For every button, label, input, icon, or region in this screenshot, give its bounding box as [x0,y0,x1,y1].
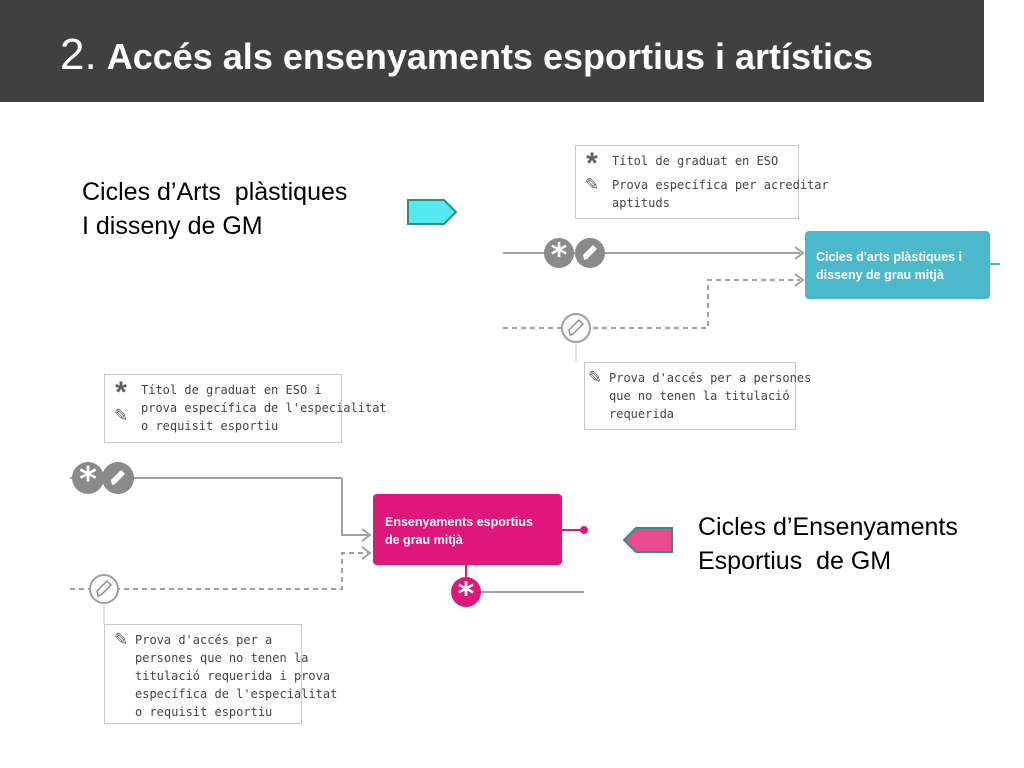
arts-box-line-2: disseny de grau mitjà [816,268,944,282]
access-test-callout: ✎ Prova d'accés per a persones que no te… [104,624,337,724]
asterisk-icon: * [544,236,574,274]
esports-pointer-tag [622,527,673,553]
esports-label: Cicles d’Ensenyaments Esportius de GM [698,510,958,578]
svg-text:*: * [458,575,475,613]
title-bar: 2.Accés als ensenyaments esportius i art… [0,0,984,102]
arts-pointer-tag [407,199,458,225]
pencil-outline-icon [561,313,591,343]
esports-box-line-1: Ensenyaments esportius [385,515,533,529]
asterisk-icon: * [451,575,481,613]
arts-destination-box: Cicles d'arts plàstiques i disseny de gr… [805,231,990,299]
pencil-icon: ✎ [113,630,129,649]
access-test-callout: ✎ Prova d'accés per a persones que no te… [584,362,811,430]
pencil-icon [102,462,134,494]
arts-label: Cicles d’Arts plàstiques I disseny de GM [82,175,347,243]
callout-pencil-text: Prova d'accés per a persones que no tene… [609,371,812,421]
esports-label-line-2: Esportius de GM [698,547,892,575]
arts-box-line-1: Cicles d'arts plàstiques i [816,250,963,264]
esports-label-line-1: Cicles d’Ensenyaments [698,513,958,541]
arts-label-line-2: I disseny de GM [82,212,263,240]
svg-text:*: * [79,460,97,500]
requirements-callout: * Títol de graduat en ESO ✎ Prova especí… [575,145,829,219]
callout-pencil-text: Prova d'accés per a persones que no tene… [135,633,338,719]
esports-box-line-2: de grau mitjà [385,533,463,547]
pencil-icon: ✎ [113,406,129,425]
title-number: 2. [60,30,97,79]
callout-star-text: Títol de graduat en ESO i prova específi… [141,383,387,433]
callout-pencil-text: Prova específica per acreditar aptituds [612,178,829,210]
title-text: Accés als ensenyaments esportius i artís… [106,36,874,77]
asterisk-icon: * [115,376,127,409]
slide-title: 2.Accés als ensenyaments esportius i art… [60,30,873,80]
pencil-icon: ✎ [587,368,603,387]
svg-text:*: * [551,236,568,274]
callout-star-text: Títol de graduat en ESO [612,154,779,168]
callout-icon-column: * ✎ [111,376,131,425]
pencil-icon: ✎ [584,175,600,194]
pencil-icon [575,238,605,268]
pencil-outline-icon [89,574,119,604]
arts-label-line-1: Cicles d’Arts plàstiques [82,178,348,206]
asterisk-icon: * [72,460,104,500]
asterisk-icon: * [586,147,598,180]
requirements-callout: * ✎ Títol de graduat en ESO i prova espe… [104,374,387,443]
esports-destination-box: Ensenyaments esportius de grau mitjà [373,494,562,565]
